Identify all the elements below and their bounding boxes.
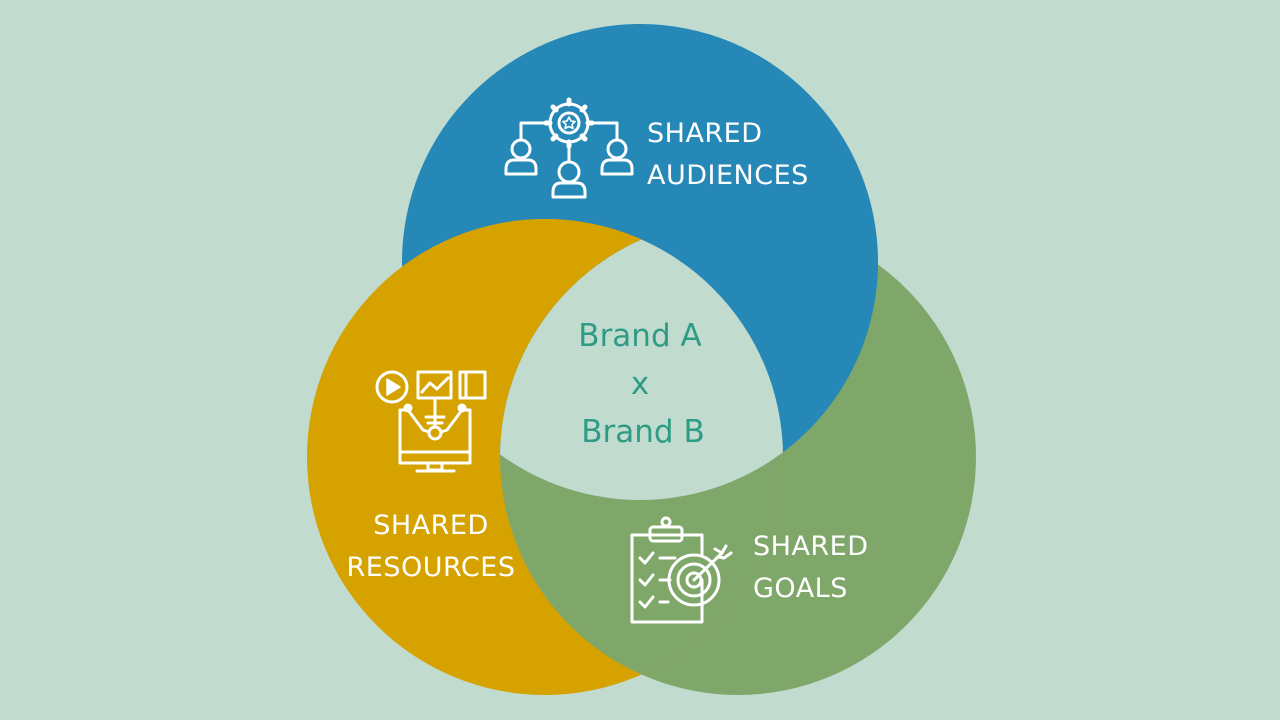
resources-label: SHARED RESOURCES xyxy=(343,505,519,589)
resources-line1: SHARED xyxy=(373,510,489,541)
team-gear-icon xyxy=(504,97,634,199)
center-line3: Brand B xyxy=(581,414,705,450)
center-label: Brand A x Brand B xyxy=(560,312,720,456)
media-monitor-icon xyxy=(375,370,487,473)
goals-label: SHARED GOALS xyxy=(753,526,869,610)
goals-line2: GOALS xyxy=(753,573,848,604)
goals-line1: SHARED xyxy=(753,531,869,562)
resources-line2: RESOURCES xyxy=(346,552,516,583)
audiences-line2: AUDIENCES xyxy=(647,160,809,191)
checklist-target-icon xyxy=(630,516,733,624)
center-line2: x xyxy=(630,366,650,402)
audiences-label: SHARED AUDIENCES xyxy=(647,113,809,197)
center-line1: Brand A xyxy=(578,318,702,354)
audiences-line1: SHARED xyxy=(647,118,763,149)
